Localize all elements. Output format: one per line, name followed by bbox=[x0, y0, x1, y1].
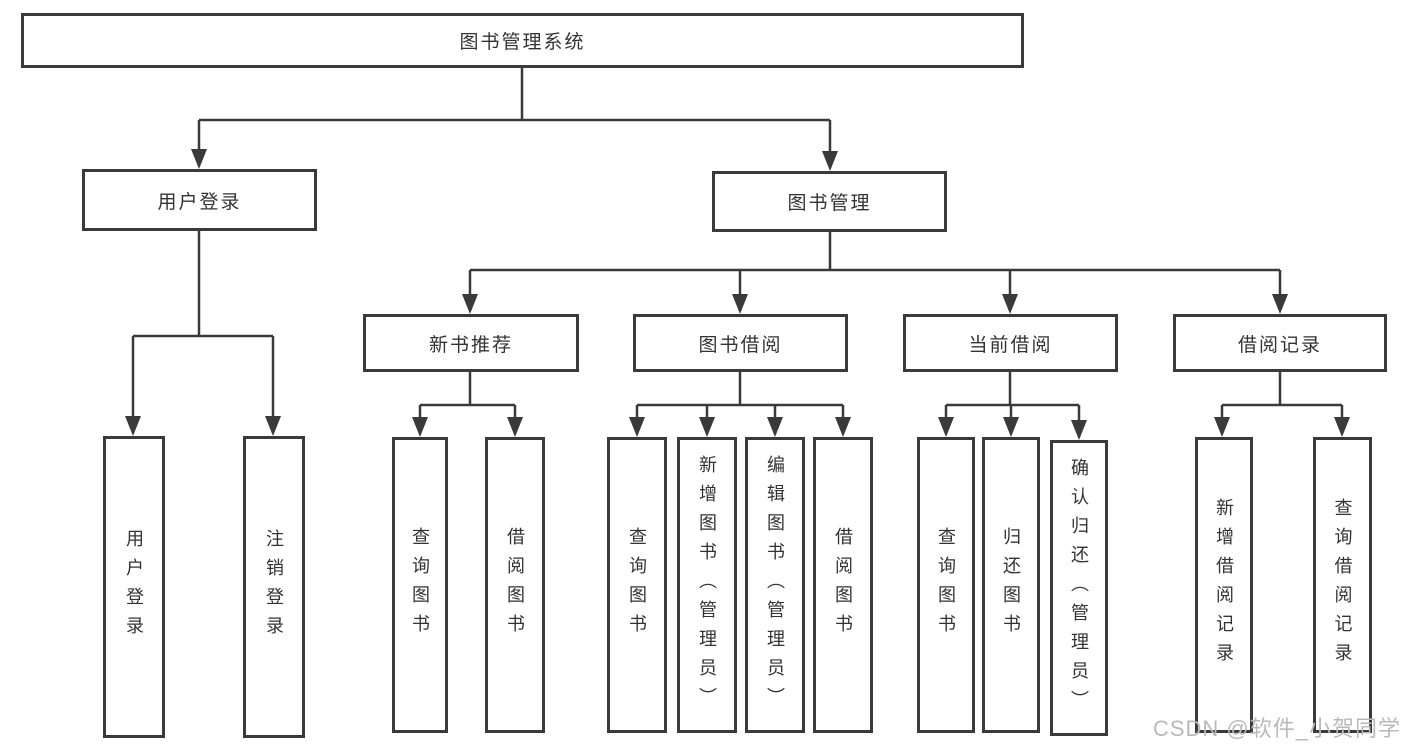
node-root-library-system: 图书管理系统 bbox=[21, 13, 1024, 68]
leaf-edit-book-admin-label: 编辑图书（管理员） bbox=[765, 454, 785, 716]
connector-bookmgmt-to-level3 bbox=[462, 232, 1288, 314]
leaf-confirm-return-admin-label: 确认归还（管理员） bbox=[1069, 457, 1089, 719]
leaf-edit-book-admin: 编辑图书（管理员） bbox=[745, 437, 805, 733]
leaf-query-borrow-record: 查询借阅记录 bbox=[1313, 437, 1372, 733]
leaf-borrow-book: 借阅图书 bbox=[813, 437, 873, 733]
leaf-query-borrow-record-label: 查询借阅记录 bbox=[1332, 498, 1353, 672]
connector-bookborrow-to-leaves bbox=[629, 372, 851, 437]
leaf-borrow-book-label: 借阅图书 bbox=[833, 527, 853, 643]
leaf-return-book-label: 归还图书 bbox=[1001, 527, 1021, 643]
leaf-return-book: 归还图书 bbox=[982, 437, 1040, 733]
connector-newbook-to-leaves bbox=[412, 372, 523, 437]
csdn-watermark: CSDN @软件_小贺同学 bbox=[1152, 716, 1401, 741]
node-new-book-recommend: 新书推荐 bbox=[363, 314, 579, 372]
leaf-user-login: 用户登录 bbox=[103, 436, 165, 738]
connector-root-to-level2 bbox=[191, 68, 838, 171]
node-borrow-record: 借阅记录 bbox=[1173, 314, 1387, 372]
leaf-add-borrow-record-label: 新增借阅记录 bbox=[1214, 498, 1234, 672]
leaf-query-book-current: 查询图书 bbox=[917, 437, 975, 733]
leaf-add-book-admin: 新增图书（管理员） bbox=[677, 437, 737, 733]
leaf-query-book-borrow: 查询图书 bbox=[607, 437, 667, 733]
leaf-user-login-label: 用户登录 bbox=[124, 529, 144, 645]
node-book-borrow: 图书借阅 bbox=[633, 314, 848, 372]
leaf-query-book-current-label: 查询图书 bbox=[936, 527, 956, 643]
connector-currentborrow-to-leaves bbox=[938, 372, 1087, 440]
leaf-query-book-newbook: 查询图书 bbox=[392, 437, 448, 733]
leaf-logout: 注销登录 bbox=[243, 436, 305, 738]
leaf-query-book-newbook-label: 查询图书 bbox=[410, 527, 430, 643]
leaf-add-borrow-record: 新增借阅记录 bbox=[1195, 437, 1253, 733]
leaf-add-book-admin-label: 新增图书（管理员） bbox=[697, 454, 717, 716]
leaf-confirm-return-admin: 确认归还（管理员） bbox=[1050, 440, 1108, 736]
leaf-logout-label: 注销登录 bbox=[264, 529, 284, 645]
node-user-login: 用户登录 bbox=[82, 169, 317, 231]
connector-borrowrecord-to-leaves bbox=[1214, 372, 1350, 437]
node-current-borrow: 当前借阅 bbox=[903, 314, 1118, 372]
leaf-query-book-borrow-label: 查询图书 bbox=[627, 527, 647, 643]
leaf-borrow-book-newbook: 借阅图书 bbox=[485, 437, 545, 733]
connector-userlogin-to-leaves bbox=[125, 231, 281, 436]
node-book-management: 图书管理 bbox=[712, 171, 947, 232]
leaf-borrow-book-newbook-label: 借阅图书 bbox=[505, 527, 525, 643]
